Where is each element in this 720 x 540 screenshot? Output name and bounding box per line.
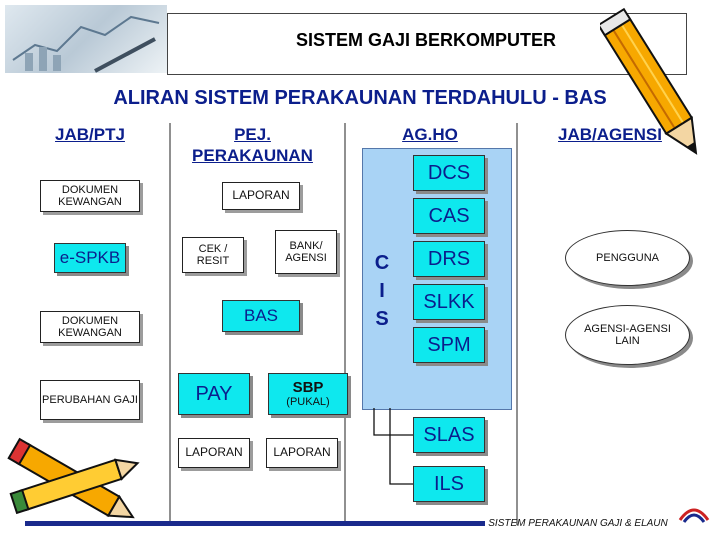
pay-box: PAY: [178, 373, 250, 415]
dokumen-kewangan-top: DOKUMEN KEWANGAN: [40, 180, 140, 212]
pencils-icon: [7, 437, 140, 519]
dcs-box: DCS: [413, 155, 485, 191]
perubahan-gaji-box: PERUBAHAN GAJI: [40, 380, 140, 420]
espkb-box: e-SPKB: [54, 243, 126, 273]
slas-box: SLAS: [413, 417, 485, 453]
bank-agensi-box: BANK/ AGENSI: [275, 230, 337, 274]
sbp-label: SBP: [292, 378, 324, 396]
bas-box: BAS: [222, 300, 300, 332]
spm-box: SPM: [413, 327, 485, 363]
finance-photo: [5, 5, 167, 73]
dokumen-kewangan-bottom: DOKUMEN KEWANGAN: [40, 311, 140, 343]
ils-box: ILS: [413, 466, 485, 502]
anm-logo: [678, 508, 710, 523]
page-title: SISTEM GAJI BERKOMPUTER: [295, 30, 557, 50]
cis-column: [362, 148, 512, 410]
agensi-lain-line2: LAIN: [615, 335, 640, 347]
column-pej-perakaunan-line1: PEJ.: [234, 125, 271, 144]
footer-caption: SISTEM PERAKAUNAN GAJI & ELAUN: [488, 518, 668, 529]
column-ag-ho: AG.HO: [402, 125, 458, 144]
cis-letter-i: I: [379, 280, 385, 302]
pengguna-oval: PENGGUNA: [565, 230, 690, 286]
footer-bar: [25, 521, 485, 526]
drs-box: DRS: [413, 241, 485, 277]
laporan-pay-box: LAPORAN: [178, 438, 250, 468]
column-jab-ptj: JAB/PTJ: [55, 125, 125, 144]
agensi-lain-line1: AGENSI-AGENSI: [584, 322, 671, 335]
cas-box: CAS: [413, 198, 485, 234]
page-subtitle: ALIRAN SISTEM PERAKAUNAN TERDAHULU - BAS: [113, 87, 607, 109]
sbp-box: SBP (PUKAL): [268, 373, 348, 415]
cis-letter-c: C: [374, 252, 390, 274]
cek-resit-box: CEK / RESIT: [182, 237, 244, 273]
laporan-top-box: LAPORAN: [222, 182, 300, 210]
pencil-icon: [600, 7, 698, 155]
column-pej-perakaunan-line2: PERAKAUNAN: [192, 146, 313, 165]
slkk-box: SLKK: [413, 284, 485, 320]
cis-letter-s: S: [375, 308, 389, 330]
sbp-sublabel: (PUKAL): [286, 396, 330, 409]
agensi-lain-oval: AGENSI-AGENSI LAIN: [565, 305, 690, 365]
column-jab-agensi: JAB/AGENSI: [558, 125, 662, 144]
laporan-sbp-box: LAPORAN: [266, 438, 338, 468]
